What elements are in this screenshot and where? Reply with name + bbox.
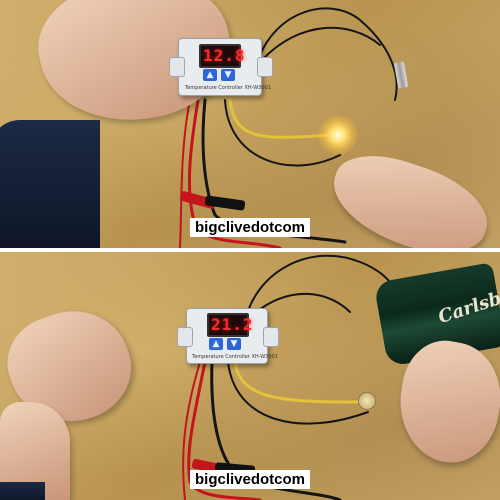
black-lead-3: [224, 99, 341, 167]
chevron-up-icon: ▲: [206, 70, 214, 80]
probe-cable-loop: [249, 292, 351, 318]
watermark: bigclivedotcom: [189, 470, 311, 489]
yellow-lead: [233, 360, 367, 404]
mounting-ear-left: [169, 57, 185, 77]
heater-bulb-lit: [318, 115, 358, 155]
temperature-reading: 21.2: [211, 315, 254, 334]
yellow-lead: [228, 98, 332, 139]
can-label: Carlsbe: [435, 284, 500, 329]
mounting-ear-right: [263, 327, 279, 347]
chevron-down-icon: ▼: [230, 339, 238, 349]
controller-label: Temperature Controller XH-W3001: [185, 85, 271, 91]
chevron-up-icon: ▲: [212, 339, 220, 349]
down-button[interactable]: ▼: [221, 69, 235, 81]
red-lead-2: [182, 361, 201, 500]
photo-panel-bottom: Carlsbe 21.2 ▲ ▼ Temperature Controller …: [0, 252, 500, 500]
chevron-down-icon: ▼: [224, 70, 232, 80]
sleeve: [0, 120, 100, 248]
probe-cable-loop: [261, 26, 381, 61]
probe-cable: [254, 7, 398, 101]
mounting-ear-right: [257, 57, 273, 77]
photo-panel-top: 12.8 ▲ ▼ Temperature Controller XH-W3001…: [0, 0, 500, 248]
up-button[interactable]: ▲: [209, 338, 223, 350]
black-lead-3: [227, 361, 369, 425]
up-button[interactable]: ▲: [203, 69, 217, 81]
temperature-controller: 12.8 ▲ ▼ Temperature Controller XH-W3001: [169, 38, 273, 96]
watermark: bigclivedotcom: [189, 218, 311, 237]
temperature-controller: 21.2 ▲ ▼ Temperature Controller XH-W3001: [177, 308, 279, 364]
mounting-ear-left: [177, 327, 193, 347]
lcd-display: 12.8: [199, 44, 245, 68]
lcd-display: 21.2: [207, 313, 253, 337]
temperature-reading: 12.8: [203, 46, 246, 65]
red-lead-2: [179, 99, 191, 248]
down-button[interactable]: ▼: [227, 338, 241, 350]
red-lead: [187, 360, 262, 500]
heater-bulb-off: [358, 392, 376, 410]
controller-label: Temperature Controller XH-W3001: [192, 354, 278, 360]
sleeve: [0, 482, 45, 500]
